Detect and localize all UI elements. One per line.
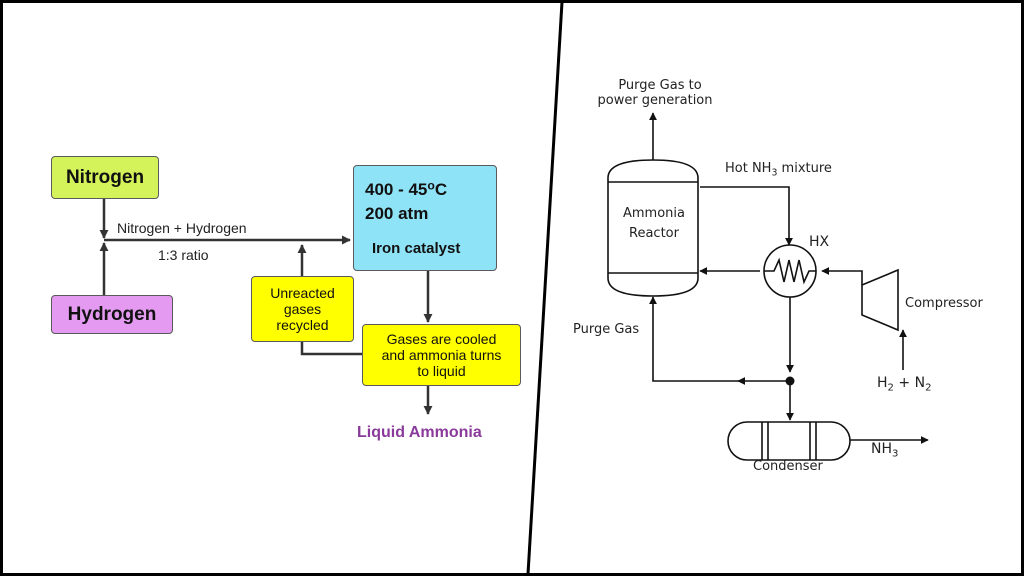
reactor-box: 400 - 45oC 200 atm Iron catalyst: [353, 165, 497, 271]
ratio-label: 1:3 ratio: [158, 247, 209, 263]
purge-gas-arrow: [649, 296, 740, 382]
feed-label: H2 + N2: [877, 375, 932, 394]
reactor-vessel: [607, 159, 699, 297]
purge-gas-label: Purge Gas: [573, 322, 640, 337]
reactor-pressure: 200 atm: [365, 204, 429, 223]
condenser-shape: [727, 421, 851, 461]
purge-top-label: Purge Gas to power generation: [597, 78, 713, 108]
nitrogen-label: Nitrogen: [65, 166, 145, 188]
compressor-shape: [861, 268, 899, 332]
hydrogen-box: Hydrogen: [51, 295, 173, 334]
cooling-box: Gases are cooled and ammonia turns to li…: [362, 324, 521, 386]
hot-mixture-arrow: [700, 186, 793, 246]
reactor-catalyst: Iron catalyst: [372, 240, 461, 257]
reactor-temperature: 400 - 45oC: [365, 178, 448, 199]
junction-dot: [785, 376, 795, 386]
hot-mixture-label: Hot NH3 mixture: [725, 161, 832, 179]
condenser-label: Condenser: [753, 459, 823, 474]
panel-divider: [526, 1, 564, 575]
compressor-label: Compressor: [905, 296, 983, 311]
hydrogen-label: Hydrogen: [67, 303, 157, 325]
right-flow-lines: [607, 112, 929, 461]
reactor-label: Ammonia Reactor: [623, 206, 685, 241]
nh3-product-label: NH3: [871, 441, 899, 460]
hx-label: HX: [809, 234, 830, 250]
liquid-ammonia-label: Liquid Ammonia: [357, 424, 482, 441]
compressor-to-hx-arrow: [821, 267, 863, 285]
recycle-box: Unreacted gases recycled: [251, 276, 354, 342]
hx-coil: [764, 257, 816, 285]
mix-label: Nitrogen + Hydrogen: [117, 220, 247, 236]
nitrogen-box: Nitrogen: [51, 156, 159, 199]
